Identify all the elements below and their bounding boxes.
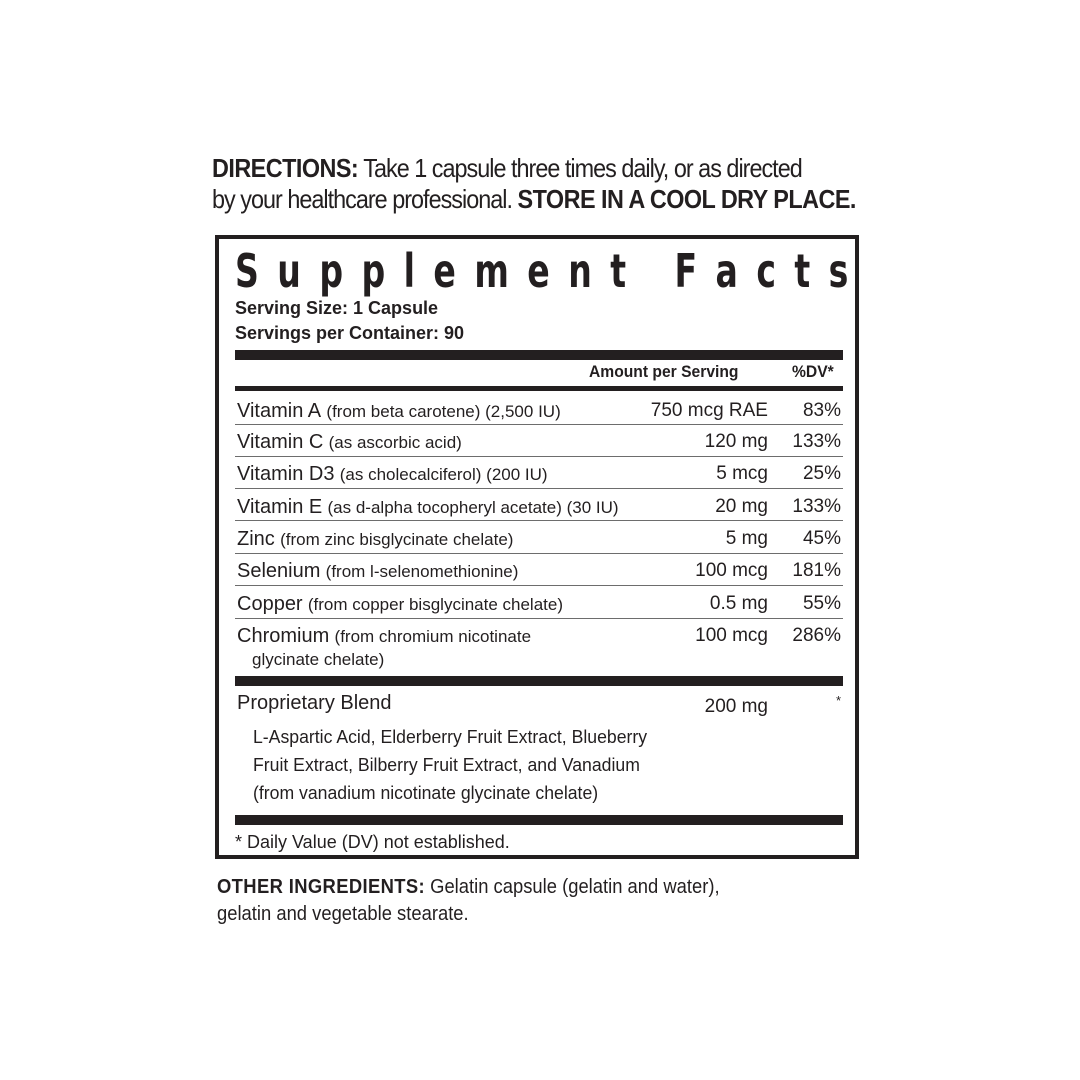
blend-dv: * xyxy=(835,693,841,708)
nutrient-name: Vitamin C (as ascorbic acid) xyxy=(237,431,462,453)
panel-title-letter: c xyxy=(756,244,776,298)
row-divider xyxy=(235,424,843,425)
nutrient-amount: 5 mg xyxy=(725,528,768,549)
blend-ingredients-line: Fruit Extract, Bilberry Fruit Extract, a… xyxy=(253,755,640,775)
directions-text: DIRECTIONS: Take 1 capsule three times d… xyxy=(212,153,856,215)
panel-title-letter: l xyxy=(403,244,415,298)
header-amount-per-serving: Amount per Serving xyxy=(589,362,739,381)
header-daily-value: %DV* xyxy=(792,362,834,381)
other-ingredients-line-2: gelatin and vegetable stearate. xyxy=(217,903,469,925)
nutrient-dv: 25% xyxy=(802,463,841,484)
panel-title-letter: t xyxy=(794,244,811,298)
panel-title-letter: u xyxy=(277,244,301,298)
nutrient-amount: 5 mcg xyxy=(716,463,768,484)
thick-divider xyxy=(235,350,843,360)
nutrient-row-chromium: Chromium (from chromium nicotinate glyci… xyxy=(237,624,841,674)
nutrient-dv: 133% xyxy=(792,496,841,517)
directions-line-2: by your healthcare professional. STORE I… xyxy=(212,184,856,215)
panel-title-letter: n xyxy=(568,244,592,298)
other-ingredients-line-1: OTHER INGREDIENTS: Gelatin capsule (gela… xyxy=(217,874,861,901)
other-ingredients-text: Gelatin capsule (gelatin and water), xyxy=(430,876,720,898)
nutrient-name: Copper (from copper bisglycinate chelate… xyxy=(237,593,564,615)
row-divider xyxy=(235,488,843,489)
panel-title-letter: S xyxy=(235,244,259,298)
nutrient-name: Vitamin E (as d-alpha tocopheryl acetate… xyxy=(237,496,619,518)
panel-title-letter xyxy=(644,245,656,297)
other-ingredients-label: OTHER INGREDIENTS: xyxy=(217,876,426,898)
panel-title-letter: m xyxy=(474,244,509,298)
nutrient-name: Zinc (from zinc bisglycinate chelate) xyxy=(237,528,514,550)
nutrient-name: Chromium (from chromium nicotinate xyxy=(237,625,532,647)
blend-name: Proprietary Blend xyxy=(237,692,392,714)
row-divider xyxy=(235,456,843,457)
nutrient-amount: 0.5 mg xyxy=(709,593,768,614)
row-divider xyxy=(235,553,843,554)
nutrient-dv: 181% xyxy=(792,560,841,581)
directions-instruction: Take 1 capsule three times daily, or as … xyxy=(363,153,802,183)
nutrient-name: Vitamin A (from beta carotene) (2,500 IU… xyxy=(237,400,561,422)
other-ingredients: OTHER INGREDIENTS: Gelatin capsule (gela… xyxy=(217,874,861,928)
nutrient-amount: 750 mcg RAE xyxy=(650,400,768,421)
panel-title-letter: s xyxy=(828,244,849,298)
directions-instruction-cont: by your healthcare professional. xyxy=(212,184,513,214)
nutrient-dv: 83% xyxy=(802,400,841,421)
blend-ingredients-line: L-Aspartic Acid, Elderberry Fruit Extrac… xyxy=(253,727,648,747)
blend-amount: 200 mg xyxy=(704,696,768,717)
row-divider xyxy=(235,585,843,586)
dv-footnote: * Daily Value (DV) not established. xyxy=(235,832,510,852)
nutrient-dv: 286% xyxy=(792,625,841,646)
nutrient-amount: 100 mcg xyxy=(695,560,768,581)
panel-title-letter: e xyxy=(433,244,456,298)
blend-ingredients: L-Aspartic Acid, Elderberry Fruit Extrac… xyxy=(253,723,684,807)
row-divider xyxy=(235,618,843,619)
nutrient-source-cont: glycinate chelate) xyxy=(252,650,385,669)
panel-title-letter: F xyxy=(674,244,698,298)
panel-title-letter: t xyxy=(610,244,627,298)
nutrient-dv: 55% xyxy=(802,593,841,614)
serving-size: Serving Size: 1 Capsule xyxy=(235,298,439,318)
directions-label: DIRECTIONS: xyxy=(212,153,359,183)
servings-per-container: Servings per Container: 90 xyxy=(235,323,465,343)
nutrient-name: Selenium (from l-selenomethionine) xyxy=(237,560,519,582)
thick-divider xyxy=(235,676,843,686)
nutrient-amount: 100 mcg xyxy=(695,625,768,646)
panel-title-letter: a xyxy=(715,244,738,298)
row-divider xyxy=(235,520,843,521)
blend-ingredients-line: (from vanadium nicotinate glycinate chel… xyxy=(253,783,599,803)
nutrient-amount: 120 mg xyxy=(704,431,768,452)
panel-title-letter: p xyxy=(361,244,386,298)
nutrient-name: Vitamin D3 (as cholecalciferol) (200 IU) xyxy=(237,463,548,485)
header-divider xyxy=(235,386,843,391)
nutrient-amount: 20 mg xyxy=(715,496,768,517)
nutrient-dv: 45% xyxy=(802,528,841,549)
panel-title-letter: e xyxy=(527,244,550,298)
thick-divider xyxy=(235,815,843,825)
storage-instruction: STORE IN A COOL DRY PLACE. xyxy=(517,184,857,214)
panel-title-letter: p xyxy=(319,244,344,298)
directions-line-1: DIRECTIONS: Take 1 capsule three times d… xyxy=(212,153,806,184)
nutrient-dv: 133% xyxy=(792,431,841,452)
